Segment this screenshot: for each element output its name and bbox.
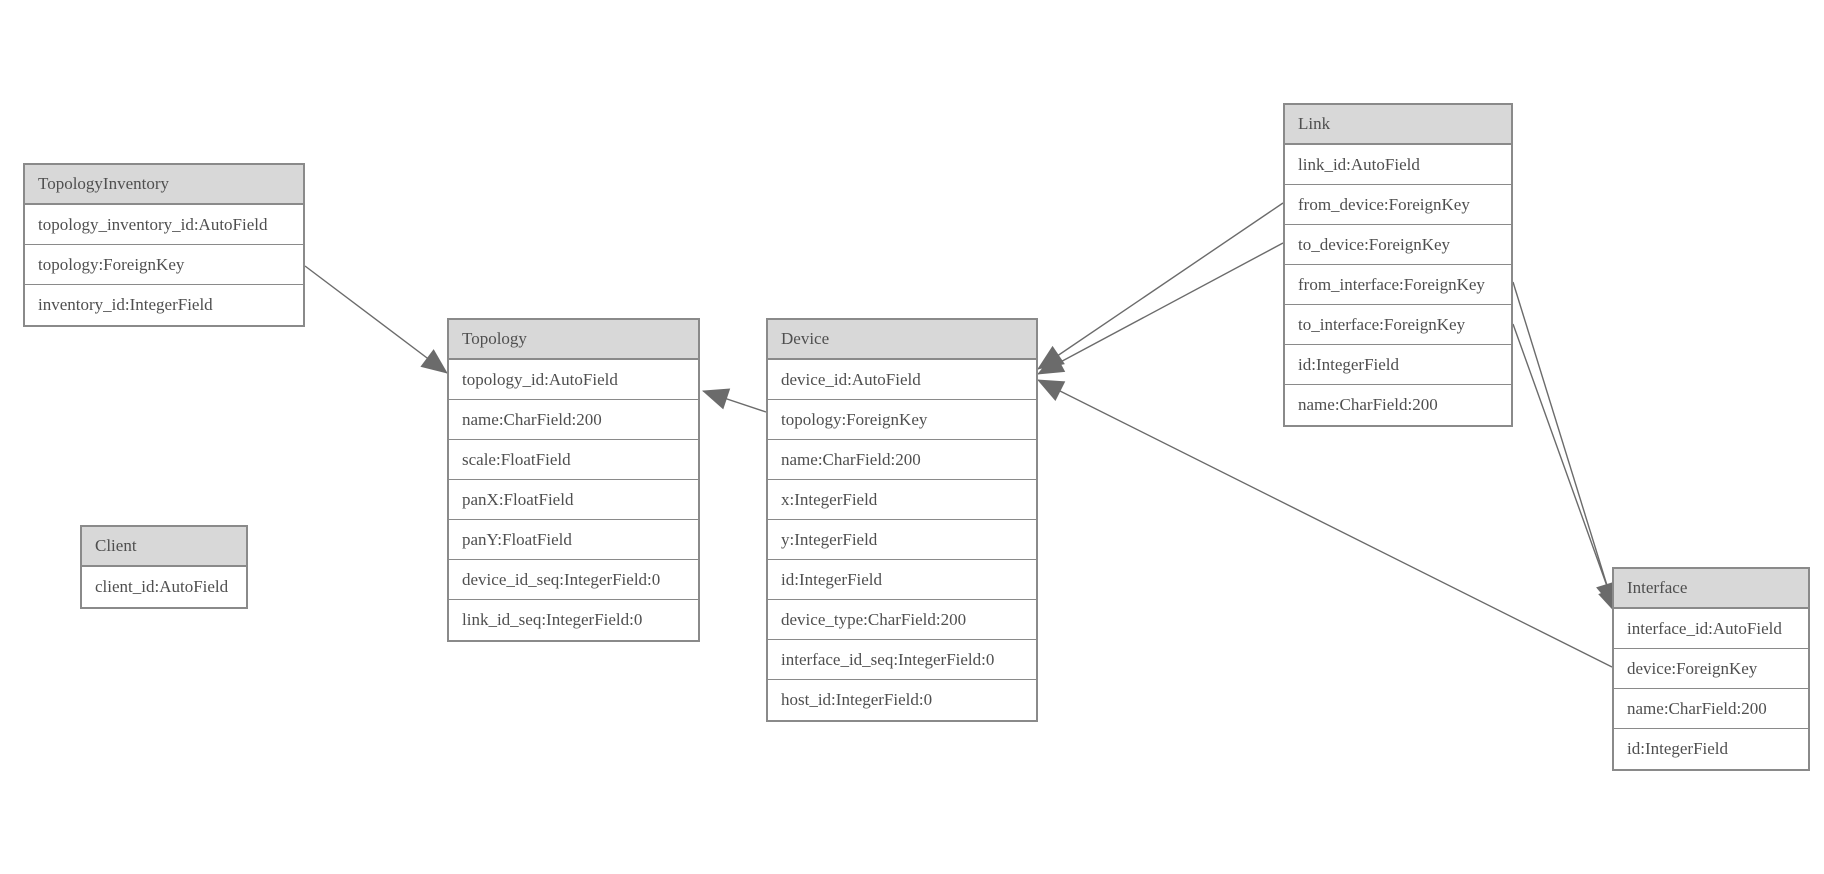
entity-field-row: device_id_seq:IntegerField:0: [449, 560, 698, 600]
entity-field-row: host_id:IntegerField:0: [768, 680, 1036, 720]
entity-field-row: from_interface:ForeignKey: [1285, 265, 1511, 305]
entity-title: Topology: [449, 320, 698, 360]
relationship-link-to_device-to-device: [1037, 242, 1284, 375]
entity-field-row: to_device:ForeignKey: [1285, 225, 1511, 265]
entity-field-row: panX:FloatField: [449, 480, 698, 520]
entity-field-row: id:IntegerField: [1614, 729, 1808, 769]
entity-title: Link: [1285, 105, 1511, 145]
entity-title: TopologyInventory: [25, 165, 303, 205]
entity-field-row: topology_inventory_id:AutoField: [25, 205, 303, 245]
relationship-link-from_device-to-device: [1037, 202, 1284, 370]
entity-field-row: to_interface:ForeignKey: [1285, 305, 1511, 345]
entity-field-row: panY:FloatField: [449, 520, 698, 560]
relationship-device-topology-to-topology: [702, 388, 767, 413]
entity-field-row: topology:ForeignKey: [25, 245, 303, 285]
entity-field-row: topology_id:AutoField: [449, 360, 698, 400]
entity-field-row: id:IntegerField: [1285, 345, 1511, 385]
entity-field-row: device_type:CharField:200: [768, 600, 1036, 640]
entity-field-row: name:CharField:200: [449, 400, 698, 440]
entity-field-row: link_id_seq:IntegerField:0: [449, 600, 698, 640]
entity-field-row: device_id:AutoField: [768, 360, 1036, 400]
entity-title: Interface: [1614, 569, 1808, 609]
entity-field-row: scale:FloatField: [449, 440, 698, 480]
entity-field-row: name:CharField:200: [1285, 385, 1511, 425]
entity-field-row: client_id:AutoField: [82, 567, 246, 607]
entity-field-row: id:IntegerField: [768, 560, 1036, 600]
entity-field-row: from_device:ForeignKey: [1285, 185, 1511, 225]
relationship-link-from_interface-to-interface: [1512, 281, 1618, 609]
entity-field-row: inventory_id:IntegerField: [25, 285, 303, 325]
relationship-link-to_interface-to-interface: [1512, 323, 1619, 615]
entity-field-row: y:IntegerField: [768, 520, 1036, 560]
entity-field-row: link_id:AutoField: [1285, 145, 1511, 185]
entity-title: Device: [768, 320, 1036, 360]
entity-title: Client: [82, 527, 246, 567]
entity-field-row: device:ForeignKey: [1614, 649, 1808, 689]
entity-field-row: name:CharField:200: [1614, 689, 1808, 729]
entity-field-row: topology:ForeignKey: [768, 400, 1036, 440]
entity-field-row: interface_id:AutoField: [1614, 609, 1808, 649]
entity-field-row: name:CharField:200: [768, 440, 1036, 480]
entity-field-row: x:IntegerField: [768, 480, 1036, 520]
entity-field-row: interface_id_seq:IntegerField:0: [768, 640, 1036, 680]
relationship-topologyinventory-topology-to-topology: [304, 265, 448, 374]
